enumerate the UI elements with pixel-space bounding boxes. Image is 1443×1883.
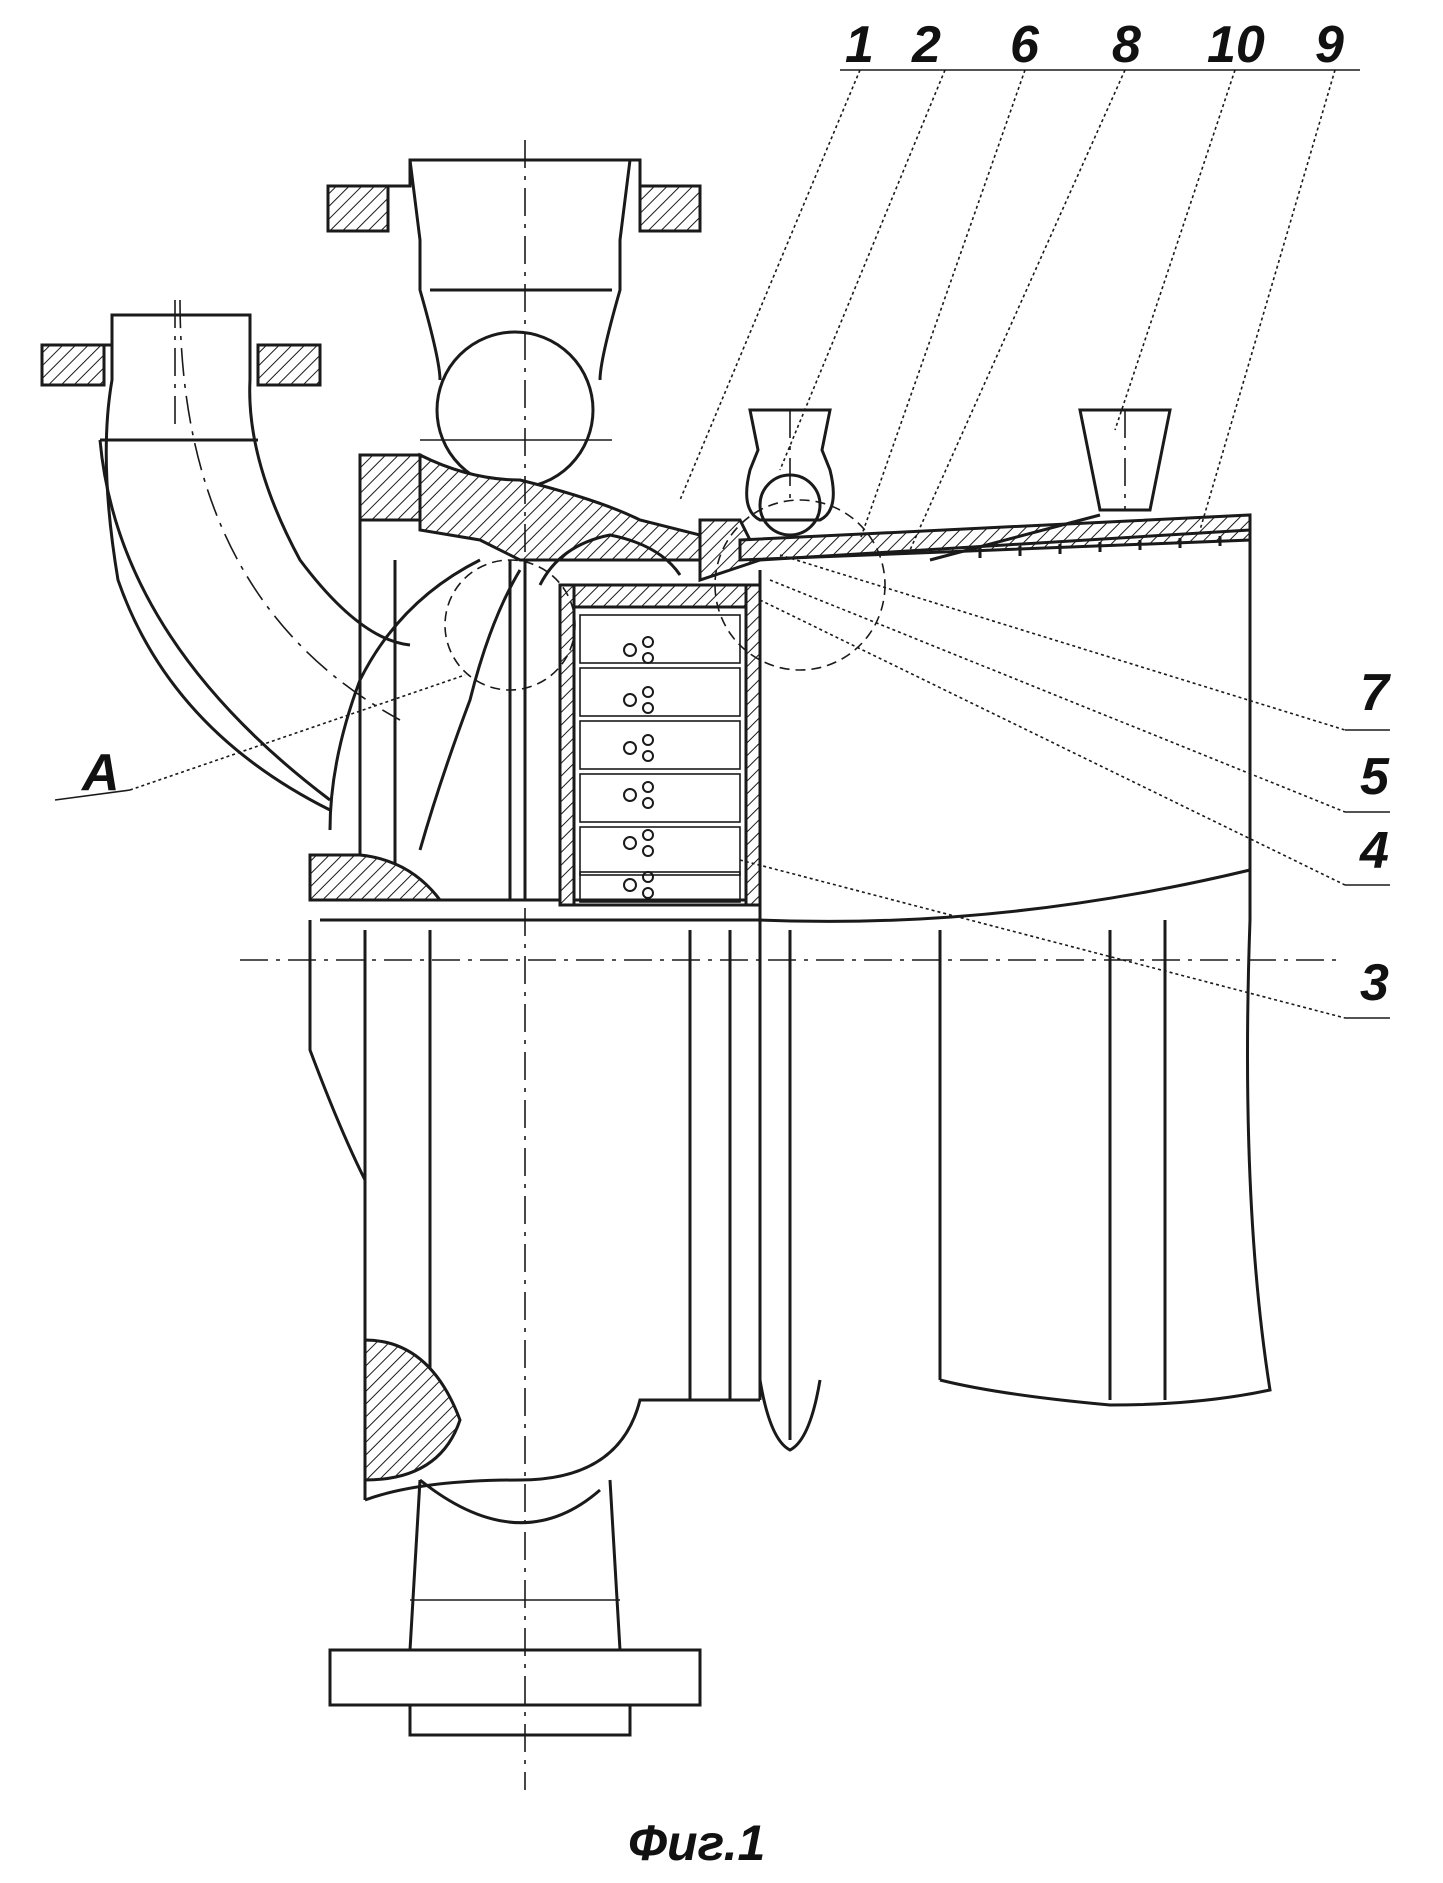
coil-stack xyxy=(558,583,762,907)
callout-6: 6 xyxy=(1010,16,1040,74)
callout-3: 3 xyxy=(1360,954,1389,1012)
callout-labels: 1 2 6 8 10 9 7 5 4 3 A Фиг.1 xyxy=(80,16,1391,1871)
top-nozzle xyxy=(326,158,702,490)
callout-1: 1 xyxy=(845,16,874,74)
right-casing xyxy=(738,408,1272,1407)
callout-10: 10 xyxy=(1207,16,1265,74)
leader-lines xyxy=(54,69,1390,1019)
callout-4: 4 xyxy=(1359,822,1389,880)
callout-9: 9 xyxy=(1315,16,1344,74)
detail-label-a: A xyxy=(80,744,120,802)
center-lines xyxy=(174,140,1340,1790)
figure-caption: Фиг.1 xyxy=(628,1815,765,1871)
left-elbow-nozzle xyxy=(40,299,411,812)
callout-5: 5 xyxy=(1360,748,1390,806)
callout-2: 2 xyxy=(911,16,941,74)
lower-body xyxy=(308,920,822,1737)
callout-7: 7 xyxy=(1360,664,1391,722)
housing-body xyxy=(308,452,763,922)
callout-8: 8 xyxy=(1112,16,1141,74)
detail-circles xyxy=(444,499,886,691)
